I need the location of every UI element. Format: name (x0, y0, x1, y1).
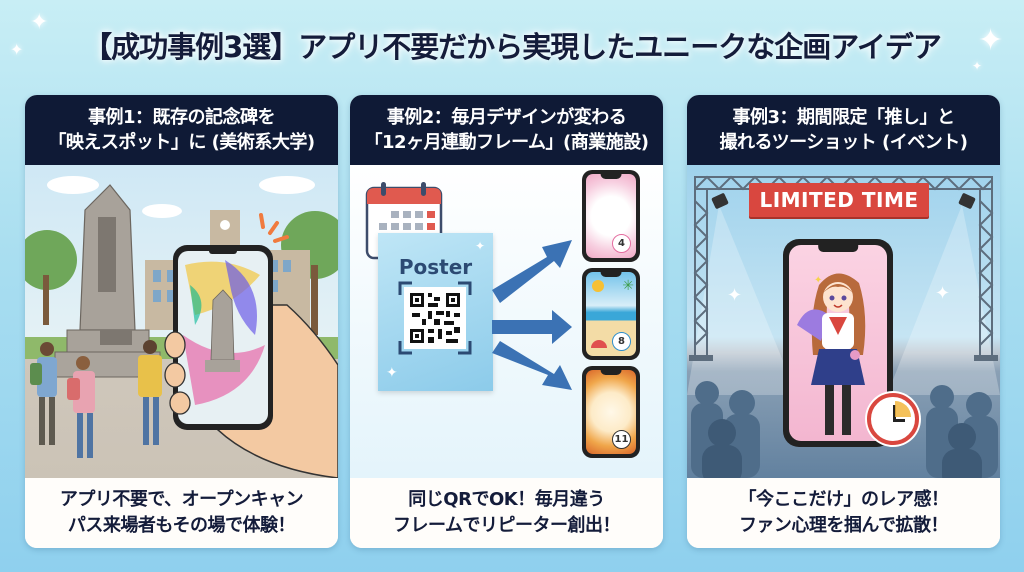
page-title: 【成功事例3選】アプリ不要だから実現したユニークな企画アイデア (83, 30, 942, 64)
banner-text: LIMITED TIME (759, 188, 919, 212)
sparkle-icon: ✦ (10, 40, 24, 59)
case-card-2: 事例2：毎月デザインが変わる 「12ヶ月連動フレーム」(商業施設) Poster (350, 95, 663, 548)
card-header-line: 撮れるツーショット (イベント) (719, 132, 969, 153)
limited-time-banner: LIMITED TIME (749, 183, 929, 217)
card-footer-line: アプリ不要で、オープンキャン (59, 489, 304, 510)
card-header-line: 事例3：期間限定「推し」と (732, 107, 955, 128)
case-card-3: 事例3：期間限定「推し」と 撮れるツーショット (イベント) (687, 95, 1000, 548)
case-card-1: 事例1：既存の記念碑を 「映えスポット」に (美術系大学) (25, 95, 338, 548)
frame-phone-august: ✳ 8 (582, 268, 640, 360)
palm-tree-icon: ✳ (622, 278, 634, 294)
poster-frames-illustration: Poster ✦ ✦ (350, 165, 663, 478)
event-stage-illustration: LIMITED TIME ✦ ✦ (687, 165, 1000, 478)
sparkle-icon: ✦ (978, 23, 1004, 58)
frame-phone-april: 4 (582, 170, 640, 262)
anime-character-icon: ✦ (797, 273, 866, 435)
sparkle-icon: ✦ (386, 365, 398, 381)
month-badge: 8 (612, 332, 631, 351)
card-footer-line: 「今ここだけ」のレア感！ (738, 489, 950, 510)
svg-text:✦: ✦ (814, 275, 822, 286)
card-header: 事例2：毎月デザインが変わる 「12ヶ月連動フレーム」(商業施設) (350, 95, 663, 165)
card-header-line: 事例1：既存の記念碑を (87, 107, 276, 128)
sparkle-icon: ✦ (935, 283, 951, 304)
campus-scene-icon (25, 176, 338, 478)
arrows-icon (492, 240, 572, 390)
month-badge: 4 (612, 234, 631, 253)
card-footer: 「今ここだけ」のレア感！ ファン心理を掴んで拡散！ (687, 478, 1000, 548)
card-header: 事例1：既存の記念碑を 「映えスポット」に (美術系大学) (25, 95, 338, 165)
card-header-line: 「映えスポット」に (美術系大学) (48, 132, 315, 153)
sparkle-icon: ✦ (30, 10, 49, 35)
qr-code-icon (398, 281, 472, 355)
campus-monument-illustration (25, 165, 338, 478)
frame-phone-november: 11 (582, 366, 640, 458)
qr-poster: Poster ✦ ✦ (378, 233, 493, 391)
card-header-line: 「12ヶ月連動フレーム」(商業施設) (364, 132, 649, 153)
parasol-icon (591, 340, 607, 348)
sparkle-icon: ✦ (972, 59, 983, 73)
card-footer-line: フレームでリピーター創出！ (393, 515, 620, 536)
card-footer-line: パス来場者もその場で体験！ (67, 515, 296, 536)
card-footer-line: ファン心理を掴んで拡散！ (738, 515, 949, 536)
month-badge: 11 (612, 430, 631, 449)
card-header: 事例3：期間限定「推し」と 撮れるツーショット (イベント) (687, 95, 1000, 165)
clock-icon (867, 393, 919, 445)
card-footer-line: 同じQRでOK！毎月違う (408, 489, 605, 510)
sparkle-icon: ✦ (727, 285, 743, 306)
sparkle-icon: ✦ (474, 239, 485, 253)
sun-icon (592, 280, 604, 292)
card-footer: アプリ不要で、オープンキャン パス来場者もその場で体験！ (25, 478, 338, 548)
card-footer: 同じQRでOK！毎月違う フレームでリピーター創出！ (350, 478, 663, 548)
card-header-line: 事例2：毎月デザインが変わる (386, 107, 627, 128)
poster-label: Poster (398, 255, 473, 279)
